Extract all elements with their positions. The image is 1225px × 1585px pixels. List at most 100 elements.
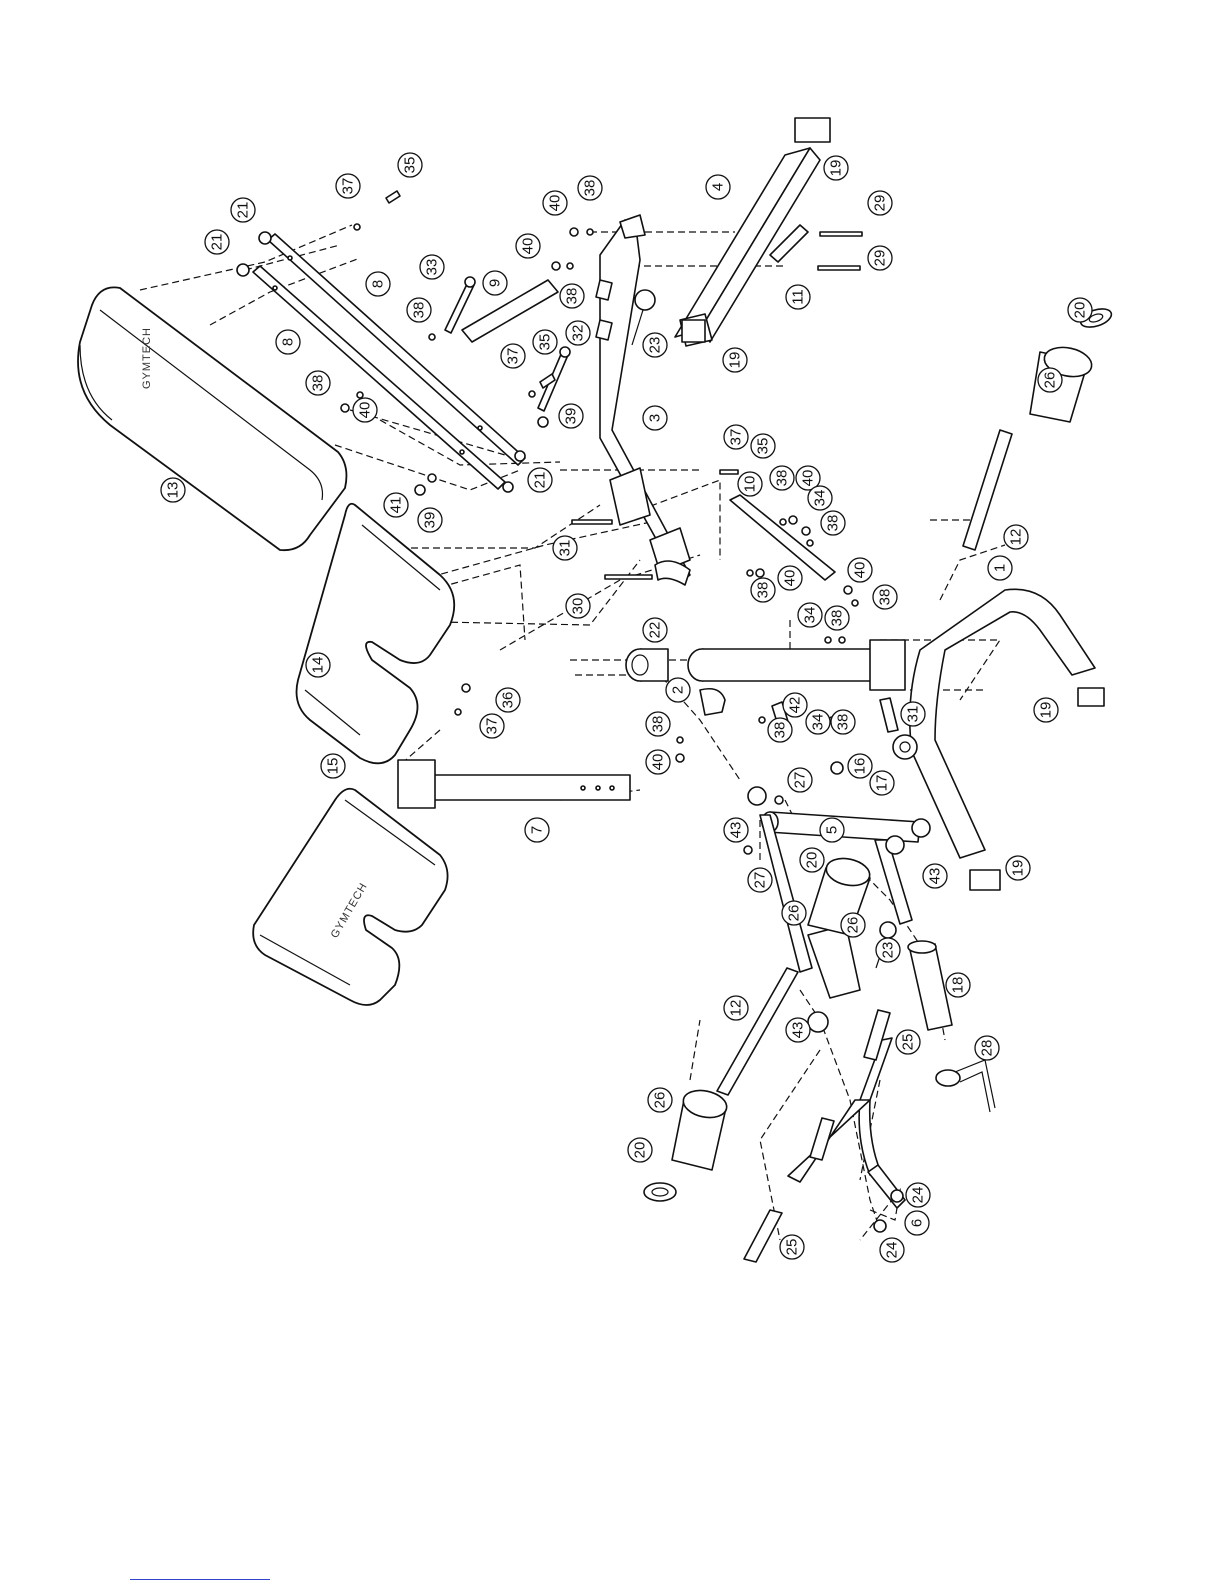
svg-text:21: 21 [532, 472, 549, 489]
svg-text:6: 6 [909, 1219, 926, 1227]
svg-text:1: 1 [992, 564, 1009, 572]
callout-40: 40 [516, 234, 540, 258]
spring-collar-28 [936, 1060, 995, 1112]
svg-text:25: 25 [784, 1239, 801, 1256]
svg-text:27: 27 [792, 772, 809, 789]
callout-29: 29 [868, 191, 892, 215]
callout-16: 16 [848, 754, 872, 778]
svg-text:17: 17 [874, 775, 891, 792]
svg-text:25: 25 [900, 1034, 917, 1051]
svg-text:26: 26 [786, 905, 803, 922]
svg-text:38: 38 [877, 589, 894, 606]
callout-37: 37 [501, 344, 525, 368]
callout-24: 24 [880, 1238, 904, 1262]
svg-text:5: 5 [824, 826, 841, 834]
svg-text:24: 24 [884, 1242, 901, 1259]
callout-23: 23 [643, 333, 667, 357]
callout-38: 38 [821, 511, 845, 535]
svg-text:38: 38 [772, 722, 789, 739]
svg-text:16: 16 [852, 758, 869, 775]
svg-text:38: 38 [650, 716, 667, 733]
svg-text:34: 34 [802, 607, 819, 624]
svg-text:31: 31 [905, 706, 922, 723]
svg-text:40: 40 [547, 195, 564, 212]
callout-24: 24 [906, 1183, 930, 1207]
callout-17: 17 [870, 771, 894, 795]
callout-9: 9 [483, 271, 507, 295]
svg-text:27: 27 [752, 872, 769, 889]
callout-20: 20 [800, 848, 824, 872]
svg-text:19: 19 [1010, 860, 1027, 877]
callout-6: 6 [905, 1211, 929, 1235]
callout-39: 39 [559, 404, 583, 428]
svg-text:35: 35 [755, 438, 772, 455]
callout-38: 38 [831, 710, 855, 734]
svg-text:2: 2 [670, 686, 687, 694]
svg-text:21: 21 [235, 202, 252, 219]
svg-text:38: 38 [829, 610, 846, 627]
callout-27: 27 [748, 868, 772, 892]
footer-link-rule [130, 1579, 270, 1580]
callout-42: 42 [783, 693, 807, 717]
svg-text:3: 3 [647, 414, 664, 422]
svg-text:38: 38 [774, 470, 791, 487]
svg-text:35: 35 [537, 334, 554, 351]
callout-3: 3 [643, 406, 667, 430]
callout-21: 21 [528, 468, 552, 492]
callout-36: 36 [496, 688, 520, 712]
callout-40: 40 [778, 566, 802, 590]
spacer-16 [831, 762, 843, 774]
svg-text:36: 36 [500, 692, 517, 709]
callout-33: 33 [420, 255, 444, 279]
leg-pad-15: GYMTECH [253, 789, 447, 1005]
callout-34: 34 [798, 603, 822, 627]
svg-text:40: 40 [357, 402, 374, 419]
callout-31: 31 [901, 702, 925, 726]
callout-40: 40 [646, 750, 670, 774]
svg-text:7: 7 [529, 826, 546, 834]
callout-2: 2 [666, 678, 690, 702]
svg-text:34: 34 [812, 490, 829, 507]
svg-text:30: 30 [570, 598, 587, 615]
callout-19: 19 [824, 156, 848, 180]
rear-stabilizer-4 [675, 148, 820, 346]
callout-28: 28 [975, 1036, 999, 1060]
callout-18: 18 [946, 973, 970, 997]
svg-text:9: 9 [487, 279, 504, 287]
callout-30: 30 [566, 594, 590, 618]
svg-text:43: 43 [790, 1022, 807, 1039]
callout-32: 32 [566, 321, 590, 345]
callout-35: 35 [533, 330, 557, 354]
callout-38: 38 [646, 712, 670, 736]
seat-pad-13: GYMTECH [78, 287, 346, 550]
svg-text:38: 38 [835, 714, 852, 731]
svg-text:24: 24 [910, 1187, 927, 1204]
leg-extension-7 [398, 760, 630, 808]
svg-text:18: 18 [950, 977, 967, 994]
callout-8: 8 [276, 330, 300, 354]
callout-26: 26 [782, 901, 806, 925]
svg-text:23: 23 [647, 337, 664, 354]
callout-10: 10 [738, 472, 762, 496]
callout-38: 38 [407, 298, 431, 322]
svg-text:38: 38 [582, 180, 599, 197]
svg-text:12: 12 [728, 1000, 745, 1017]
svg-text:40: 40 [650, 754, 667, 771]
svg-text:38: 38 [564, 288, 581, 305]
svg-text:19: 19 [727, 352, 744, 369]
callout-14: 14 [306, 653, 330, 677]
callout-31: 31 [553, 536, 577, 560]
callout-40: 40 [353, 398, 377, 422]
callout-34: 34 [808, 486, 832, 510]
svg-text:15: 15 [325, 758, 342, 775]
callout-43: 43 [724, 818, 748, 842]
callout-34: 34 [806, 710, 830, 734]
callout-26: 26 [1038, 368, 1062, 392]
callout-19: 19 [723, 348, 747, 372]
svg-text:29: 29 [872, 250, 889, 267]
svg-text:37: 37 [505, 348, 522, 365]
svg-text:39: 39 [422, 512, 439, 529]
svg-text:20: 20 [632, 1142, 649, 1159]
svg-text:43: 43 [927, 868, 944, 885]
